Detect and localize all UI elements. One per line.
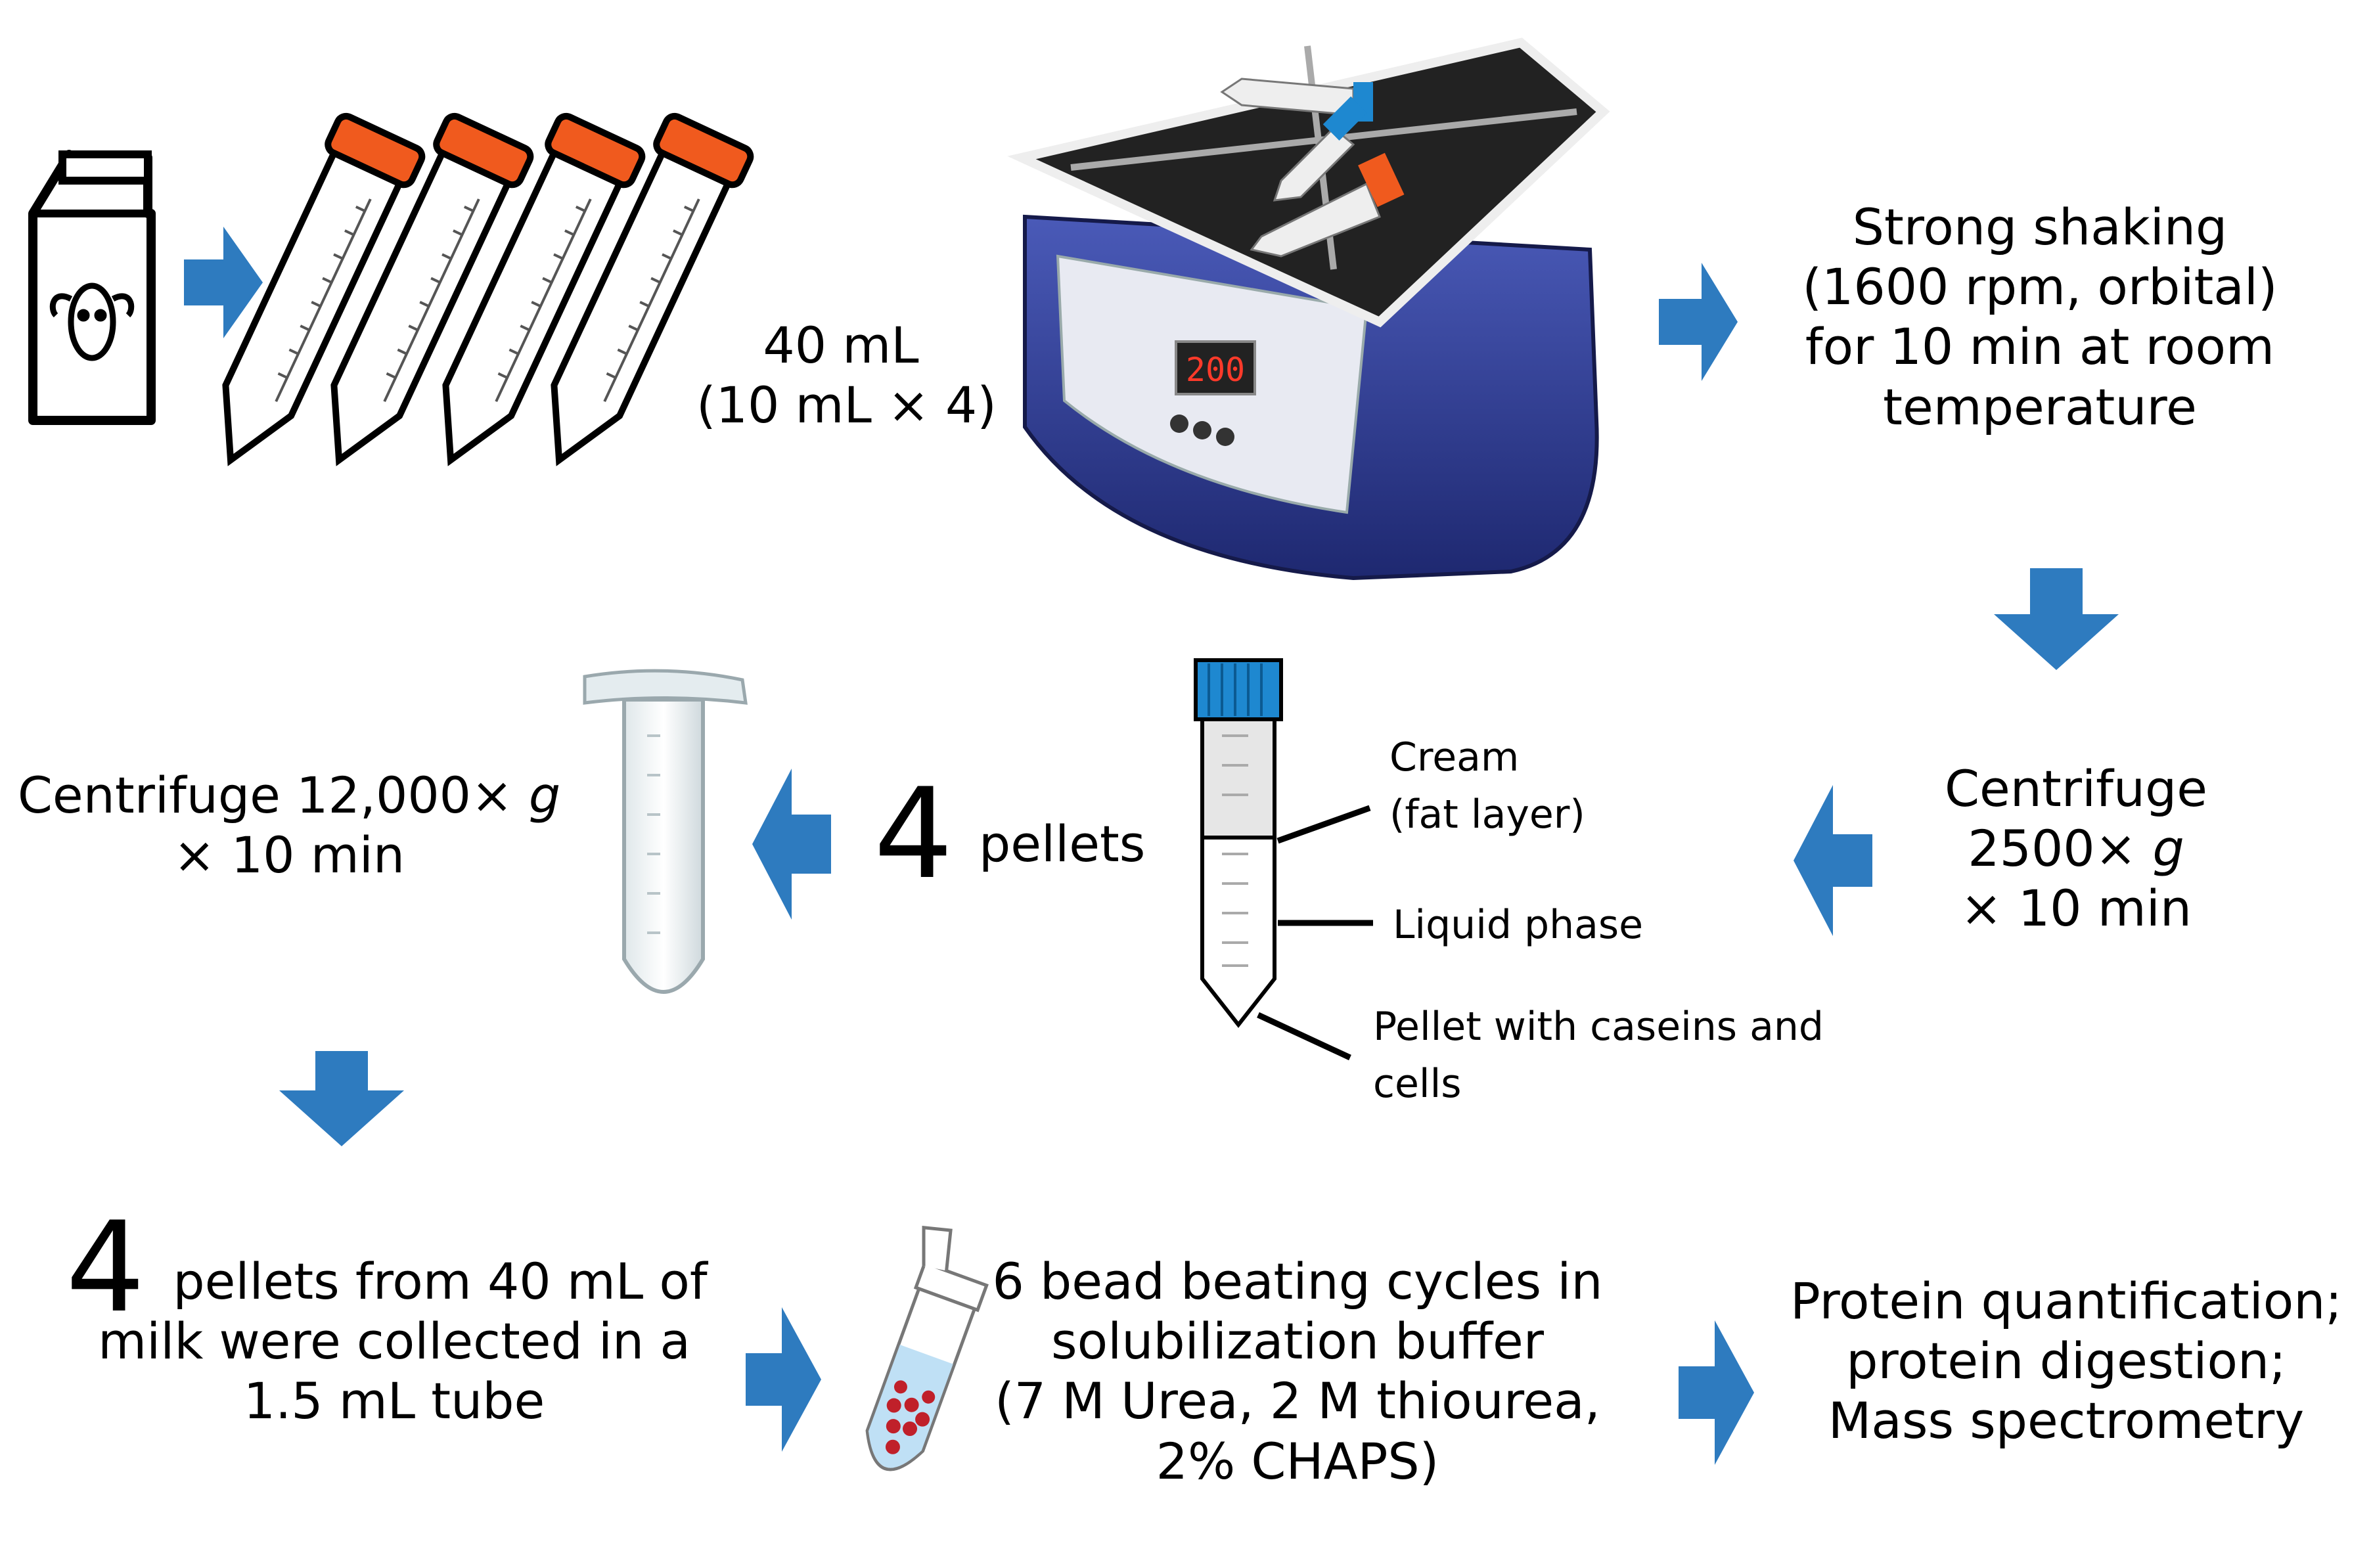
flow-arrow-icon: [1659, 263, 1738, 381]
orbital-shaker-icon: 200: [1007, 37, 1610, 581]
flow-arrow-icon: [1794, 785, 1872, 936]
shaker-tube-icon: [1273, 96, 1367, 202]
pellet-leader-line: [1257, 1012, 1351, 1061]
pellets-count: 4: [874, 761, 953, 907]
flow-arrow-icon: [184, 227, 263, 338]
final-step-label: Protein quantification;protein digestion…: [1790, 1272, 2343, 1450]
collected-step-label: pellets from 40 mL of milk were collecte…: [98, 1252, 708, 1431]
centrifuge1-step-label: Centrifuge 2500× g × 10 min: [1944, 759, 2208, 938]
falcon-tubes-group: [189, 113, 754, 480]
cream-leader-line: [1276, 805, 1371, 844]
collected-count: 4: [66, 1195, 145, 1340]
centrifuge-tube-icon: [1194, 658, 1373, 1061]
centrifuge2-step-label: Centrifuge 12,000× g × 10 min: [17, 766, 561, 885]
flow-arrow-icon: [1994, 568, 2119, 670]
volume-label: 40 mL(10 mL × 4): [696, 316, 997, 435]
cream-label: Cream(fat layer): [1389, 734, 1585, 838]
flow-arrow-icon: [752, 769, 831, 920]
milk-carton-icon: [28, 150, 156, 425]
conical-tube-icon: [583, 669, 748, 994]
shaker-tube-icon: [1250, 152, 1405, 258]
flow-arrow-icon: [1679, 1320, 1754, 1465]
shaking-step-label: Strong shaking(1600 rpm, orbital) for 10…: [1802, 198, 2278, 436]
microtube-icon: [865, 1225, 989, 1471]
pellets-word: pellets: [979, 815, 1146, 873]
shaker-display: 200: [1186, 351, 1245, 389]
shaker-tube-icon: [1220, 78, 1373, 122]
flow-arrow-icon: [746, 1307, 821, 1452]
liquid-phase-label: Liquid phase: [1393, 902, 1644, 948]
flow-arrow-icon: [279, 1051, 404, 1146]
